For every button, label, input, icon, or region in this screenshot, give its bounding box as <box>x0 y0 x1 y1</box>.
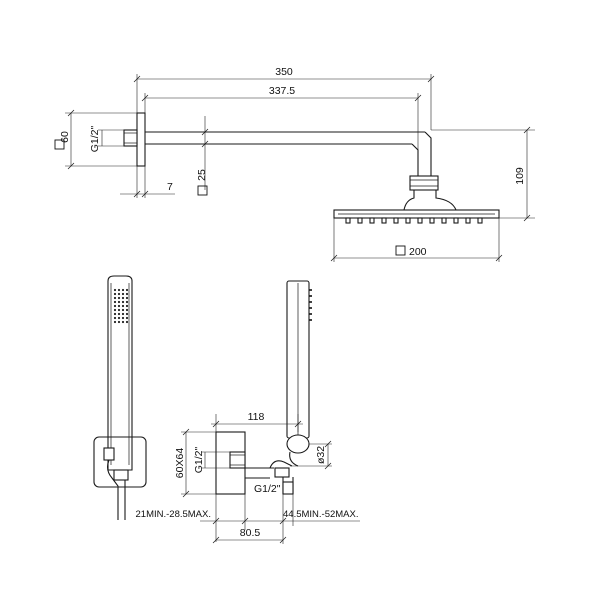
dim-7-label: 7 <box>167 181 173 193</box>
depth-range-left-label: 21MIN.-28.5MAX. <box>136 509 212 520</box>
hand-shower-front-view <box>93 275 147 520</box>
dim-80-5-label: 80.5 <box>240 527 261 539</box>
wall-flange <box>136 112 146 167</box>
dim-g12-side-label: G1/2" <box>193 446 205 473</box>
dim-200-label: 200 <box>409 246 427 258</box>
bracket-plate <box>93 436 147 488</box>
side-nozzles <box>309 289 312 321</box>
dim-60-label: 60 <box>59 131 71 143</box>
dim-109-label: 109 <box>514 167 526 185</box>
dim-25-label: 25 <box>196 169 208 181</box>
depth-range-right-label: 44.5MIN.-52MAX. <box>283 509 359 520</box>
dim-337-5-label: 337.5 <box>269 85 295 97</box>
dim-60x64-label: 60X64 <box>174 448 186 479</box>
shower-arm-view: 350 337.5 60 G1/2" 7 <box>54 66 535 262</box>
spray-dots <box>113 288 129 324</box>
hand-shower-side-view: 118 60X64 G1/2" G1/2" ø32 21MIN.-28.5MAX… <box>136 280 360 544</box>
shower-nozzles <box>345 217 483 224</box>
dim-350-label: 350 <box>275 66 293 78</box>
dim-118-label: 118 <box>248 411 265 423</box>
dim-g12-top-label: G1/2" <box>89 125 101 152</box>
dim-g12-bottom-label: G1/2" <box>254 483 281 495</box>
dim-d32-label: ø32 <box>315 446 327 464</box>
